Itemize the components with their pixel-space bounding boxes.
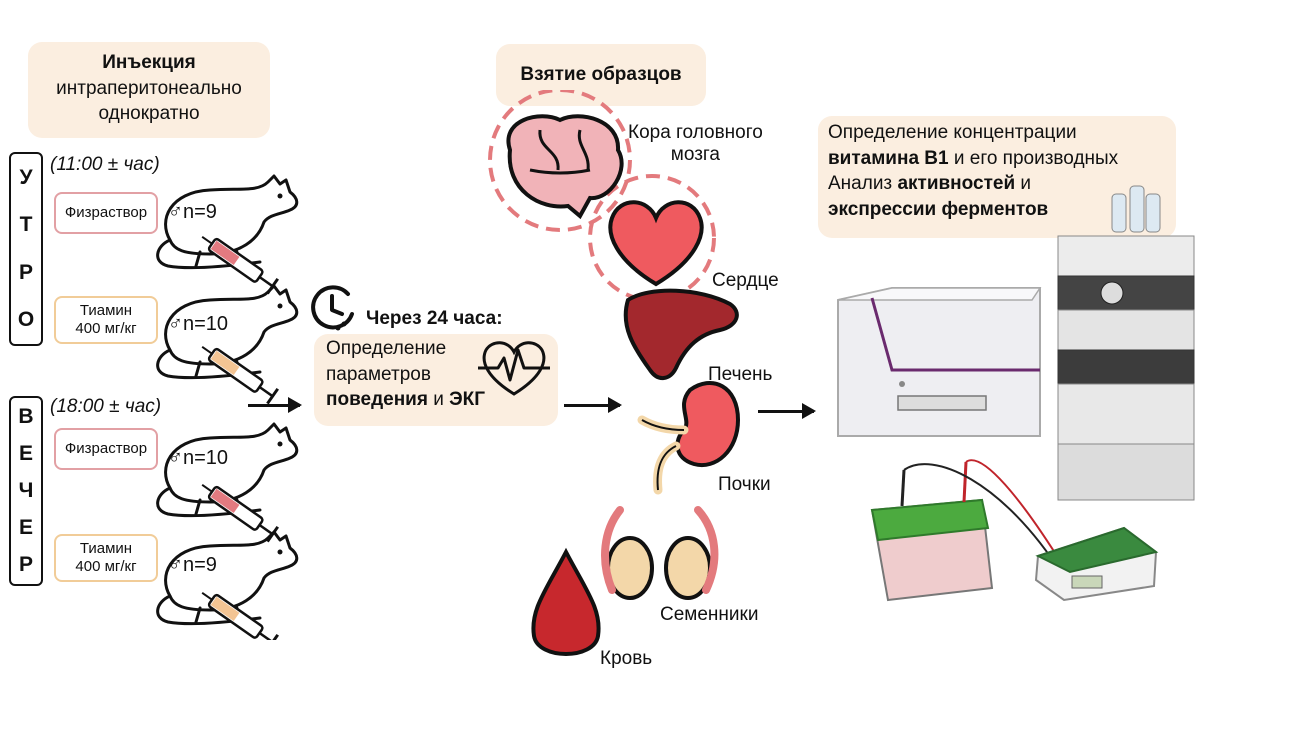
male-icon: ♂: [168, 554, 183, 576]
after-24h-title: Через 24 часа:: [366, 308, 503, 329]
group-label: Тиамин: [79, 302, 133, 319]
heart-ecg-icon: [478, 341, 550, 396]
evening-saline-n: ♂n=10: [168, 447, 228, 470]
lab-equipment-illustration: [837, 185, 1195, 602]
syringe-icon: [201, 236, 279, 295]
morning-saline-n: ♂n=9: [168, 201, 217, 224]
injection-box: Инъекция интраперитонеально однократно: [28, 42, 270, 138]
morning-thiamine-n: ♂n=10: [168, 313, 228, 336]
sampling-title: Взятие образцов: [496, 44, 706, 106]
evening-time: (18:00 ± час): [50, 396, 162, 417]
heart-icon: [608, 200, 704, 287]
label-liver: Печень: [708, 364, 773, 385]
morning-letter: Т: [19, 213, 33, 237]
group-label: Физраствор: [64, 204, 148, 221]
clock-icon: [311, 285, 354, 331]
label-brain-line: мозга: [670, 143, 721, 165]
label-heart: Сердце: [712, 270, 779, 291]
morning-letter: У: [19, 165, 33, 189]
syringe-icon: [201, 592, 279, 640]
syringe-icon: [201, 346, 279, 405]
blood-drop-icon: [531, 547, 601, 656]
syringe-icon: [201, 484, 279, 543]
evening-letter: Е: [18, 516, 33, 540]
morning-letter: О: [17, 308, 35, 332]
analysis-derivatives: и его производных: [948, 147, 1119, 169]
liver-icon: [623, 288, 739, 380]
injection-route: интраперитонеально: [56, 77, 242, 99]
brain-icon: [506, 114, 624, 220]
electrophoresis-icon: [870, 459, 1063, 602]
male-icon: ♂: [168, 313, 183, 335]
group-count: n=10: [183, 313, 229, 335]
arrow-to-analysis: [758, 403, 816, 419]
group-label: Физраствор: [64, 440, 148, 457]
evening-letter: Ч: [18, 478, 34, 502]
evening-saline-group: Физраствор: [54, 428, 158, 470]
group-count: n=10: [183, 447, 229, 469]
analysis-line: Анализ активностей и: [828, 171, 1176, 197]
analysis-line: экспрессии ферментов: [828, 197, 1176, 223]
rat-icons: [156, 174, 299, 640]
label-brain-line: Кора головного: [628, 122, 763, 143]
analysis-line: витамина В1 и его производных: [828, 146, 1176, 172]
label-testes: Семенники: [660, 604, 759, 625]
analysis-activities: активностей: [897, 173, 1016, 195]
injection-frequency: однократно: [98, 103, 200, 125]
plate-reader-icon: [837, 287, 1042, 437]
group-count: n=9: [183, 201, 217, 223]
hplc-icon: [1057, 185, 1195, 501]
label-brain: Кора головного мозга: [628, 122, 763, 166]
label-blood: Кровь: [600, 648, 653, 669]
testing-and: и: [427, 389, 450, 411]
testing-line: параметров: [326, 363, 431, 385]
arrow-to-testing: [248, 397, 302, 413]
group-count: n=9: [183, 554, 217, 576]
power-supply-icon: [1034, 526, 1159, 602]
morning-label: У Т Р О: [9, 152, 43, 346]
analysis-line: Определение концентрации: [828, 122, 1077, 143]
analysis-vitamin: витамина В1: [828, 147, 949, 169]
testing-ecg: ЭКГ: [449, 389, 486, 411]
analysis-prefix: Анализ: [828, 173, 898, 195]
group-dose: 400 мг/кг: [75, 320, 137, 337]
analysis-expression: экспрессии ферментов: [828, 198, 1049, 220]
morning-time: (11:00 ± час): [50, 154, 160, 175]
testing-behavior: поведения: [326, 389, 428, 411]
organs-illustration: [488, 90, 741, 656]
morning-letter: Р: [18, 260, 33, 284]
group-dose: 400 мг/кг: [75, 558, 137, 575]
analysis-and: и: [1015, 173, 1032, 195]
evening-label: В Е Ч Е Р: [9, 396, 43, 586]
male-icon: ♂: [168, 447, 183, 469]
arrow-to-sampling: [564, 397, 622, 413]
morning-saline-group: Физраствор: [54, 192, 158, 234]
evening-letter: В: [18, 404, 34, 428]
evening-letter: Р: [18, 553, 33, 577]
kidney-icon: [637, 381, 741, 495]
injection-title: Инъекция: [102, 52, 196, 73]
testing-line: поведения и ЭКГ: [326, 387, 558, 413]
testing-box: Определение параметров поведения и ЭКГ: [314, 334, 558, 426]
evening-thiamine-group: Тиамин 400 мг/кг: [54, 534, 158, 582]
testes-icon: [601, 506, 719, 600]
testing-line: Определение: [326, 338, 447, 359]
evening-thiamine-n: ♂n=9: [168, 554, 217, 577]
evening-letter: Е: [18, 441, 33, 465]
male-icon: ♂: [168, 201, 183, 223]
label-kidney: Почки: [718, 474, 771, 495]
group-label: Тиамин: [79, 540, 133, 557]
morning-thiamine-group: Тиамин 400 мг/кг: [54, 296, 158, 344]
